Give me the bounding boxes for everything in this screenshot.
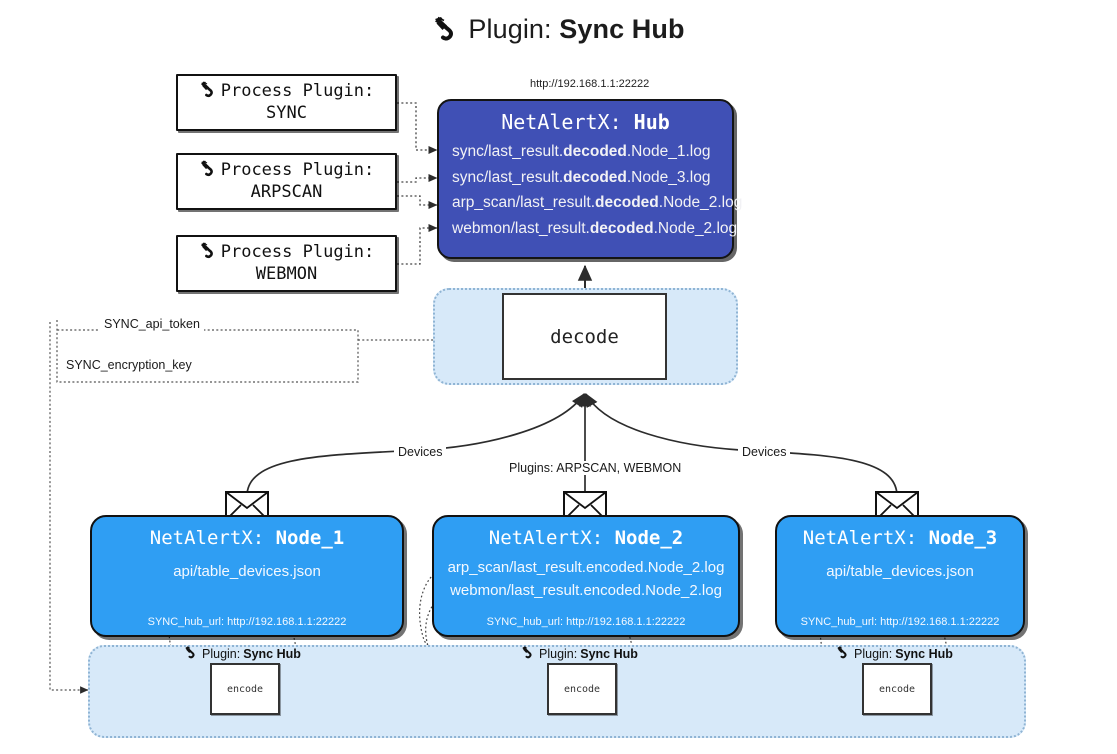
process-plugin-box-webmon[interactable]: Process Plugin: WEBMON [176, 235, 397, 292]
plugin-tag-name: Sync Hub [895, 647, 953, 661]
decode-label: decode [550, 325, 619, 348]
hub-log-line: arp_scan/last_result.decoded.Node_2.log [452, 194, 743, 212]
plugin-tag-name: Sync Hub [243, 647, 301, 661]
process-plugin-name: ARPSCAN [250, 182, 323, 203]
encode-box-node1[interactable]: encode [210, 663, 280, 715]
plug-icon [199, 160, 219, 183]
node-log-line: api/table_devices.json [826, 563, 974, 580]
process-plugin-label: Process Plugin: [220, 81, 375, 102]
plug-icon [836, 646, 851, 662]
node-box-node1[interactable]: NetAlertX: Node_1 api/table_devices.json… [90, 515, 404, 637]
hub-title-name: Hub [633, 110, 670, 134]
process-plugin-label: Process Plugin: [220, 242, 375, 263]
plug-icon [199, 242, 219, 265]
node-log-line: arp_scan/last_result.encoded.Node_2.log [447, 559, 725, 576]
node-footer: SYNC_hub_url: http://192.168.1.1:22222 [147, 616, 347, 628]
plugin-tag-node2: Plugin: Sync Hub [521, 646, 638, 662]
plugin-tag-prefix: Plugin: [854, 647, 893, 661]
plug-icon [521, 646, 536, 662]
node-log-line: api/table_devices.json [173, 563, 321, 580]
encode-label: encode [878, 683, 916, 695]
node-box-node2[interactable]: NetAlertX: Node_2 arp_scan/last_result.e… [432, 515, 740, 637]
hub-title: NetAlertX: Hub [439, 110, 732, 134]
hub-log-line: webmon/last_result.decoded.Node_2.log [452, 220, 738, 238]
edge-label-devices-left: Devices [394, 445, 447, 459]
plug-icon [184, 646, 199, 662]
edge-label-plugins-center: Plugins: ARPSCAN, WEBMON [505, 461, 686, 475]
node-title: NetAlertX: Node_3 [802, 527, 998, 549]
process-plugin-name: WEBMON [255, 264, 318, 285]
hub-log-line: sync/last_result.decoded.Node_1.log [452, 143, 711, 160]
setting-label-api-token: SYNC_api_token [100, 317, 204, 331]
encode-box-node3[interactable]: encode [862, 663, 932, 715]
process-plugin-label: Process Plugin: [220, 160, 375, 181]
hub-url-label: http://192.168.1.1:22222 [530, 78, 650, 90]
process-plugin-box-sync[interactable]: Process Plugin: SYNC [176, 74, 397, 131]
page-title-prefix: Plugin: [468, 14, 552, 44]
node-title: NetAlertX: Node_1 [149, 527, 345, 549]
process-plugin-box-arpscan[interactable]: Process Plugin: ARPSCAN [176, 153, 397, 210]
plug-icon [199, 81, 219, 104]
page-title-name: Sync Hub [559, 14, 685, 44]
plug-icon [432, 16, 462, 49]
node-footer: SYNC_hub_url: http://192.168.1.1:22222 [800, 616, 1000, 628]
hub-log-line: sync/last_result.decoded.Node_3.log [452, 168, 711, 186]
page-title: Plugin: Sync Hub [0, 14, 1117, 49]
node-log-line: webmon/last_result.encoded.Node_2.log [450, 582, 722, 599]
plugin-tag-name: Sync Hub [580, 647, 638, 661]
node-box-node3[interactable]: NetAlertX: Node_3 api/table_devices.json… [775, 515, 1025, 637]
plugin-tag-node1: Plugin: Sync Hub [184, 646, 301, 662]
node-footer: SYNC_hub_url: http://192.168.1.1:22222 [486, 616, 686, 628]
plugin-tag-node3: Plugin: Sync Hub [836, 646, 953, 662]
process-plugin-name: SYNC [266, 103, 307, 124]
decode-box[interactable]: decode [502, 293, 667, 380]
edge-label-devices-right: Devices [738, 445, 791, 459]
hub-title-prefix: NetAlertX: [501, 110, 622, 134]
node-title: NetAlertX: Node_2 [488, 527, 684, 549]
hub-box[interactable]: NetAlertX: Hub sync/last_result.decoded.… [437, 99, 743, 259]
encode-label: encode [226, 683, 264, 695]
encode-label: encode [563, 683, 601, 695]
plugin-tag-prefix: Plugin: [202, 647, 241, 661]
encode-box-node2[interactable]: encode [547, 663, 617, 715]
setting-label-encryption-key: SYNC_encryption_key [62, 358, 196, 372]
plugin-tag-prefix: Plugin: [539, 647, 578, 661]
